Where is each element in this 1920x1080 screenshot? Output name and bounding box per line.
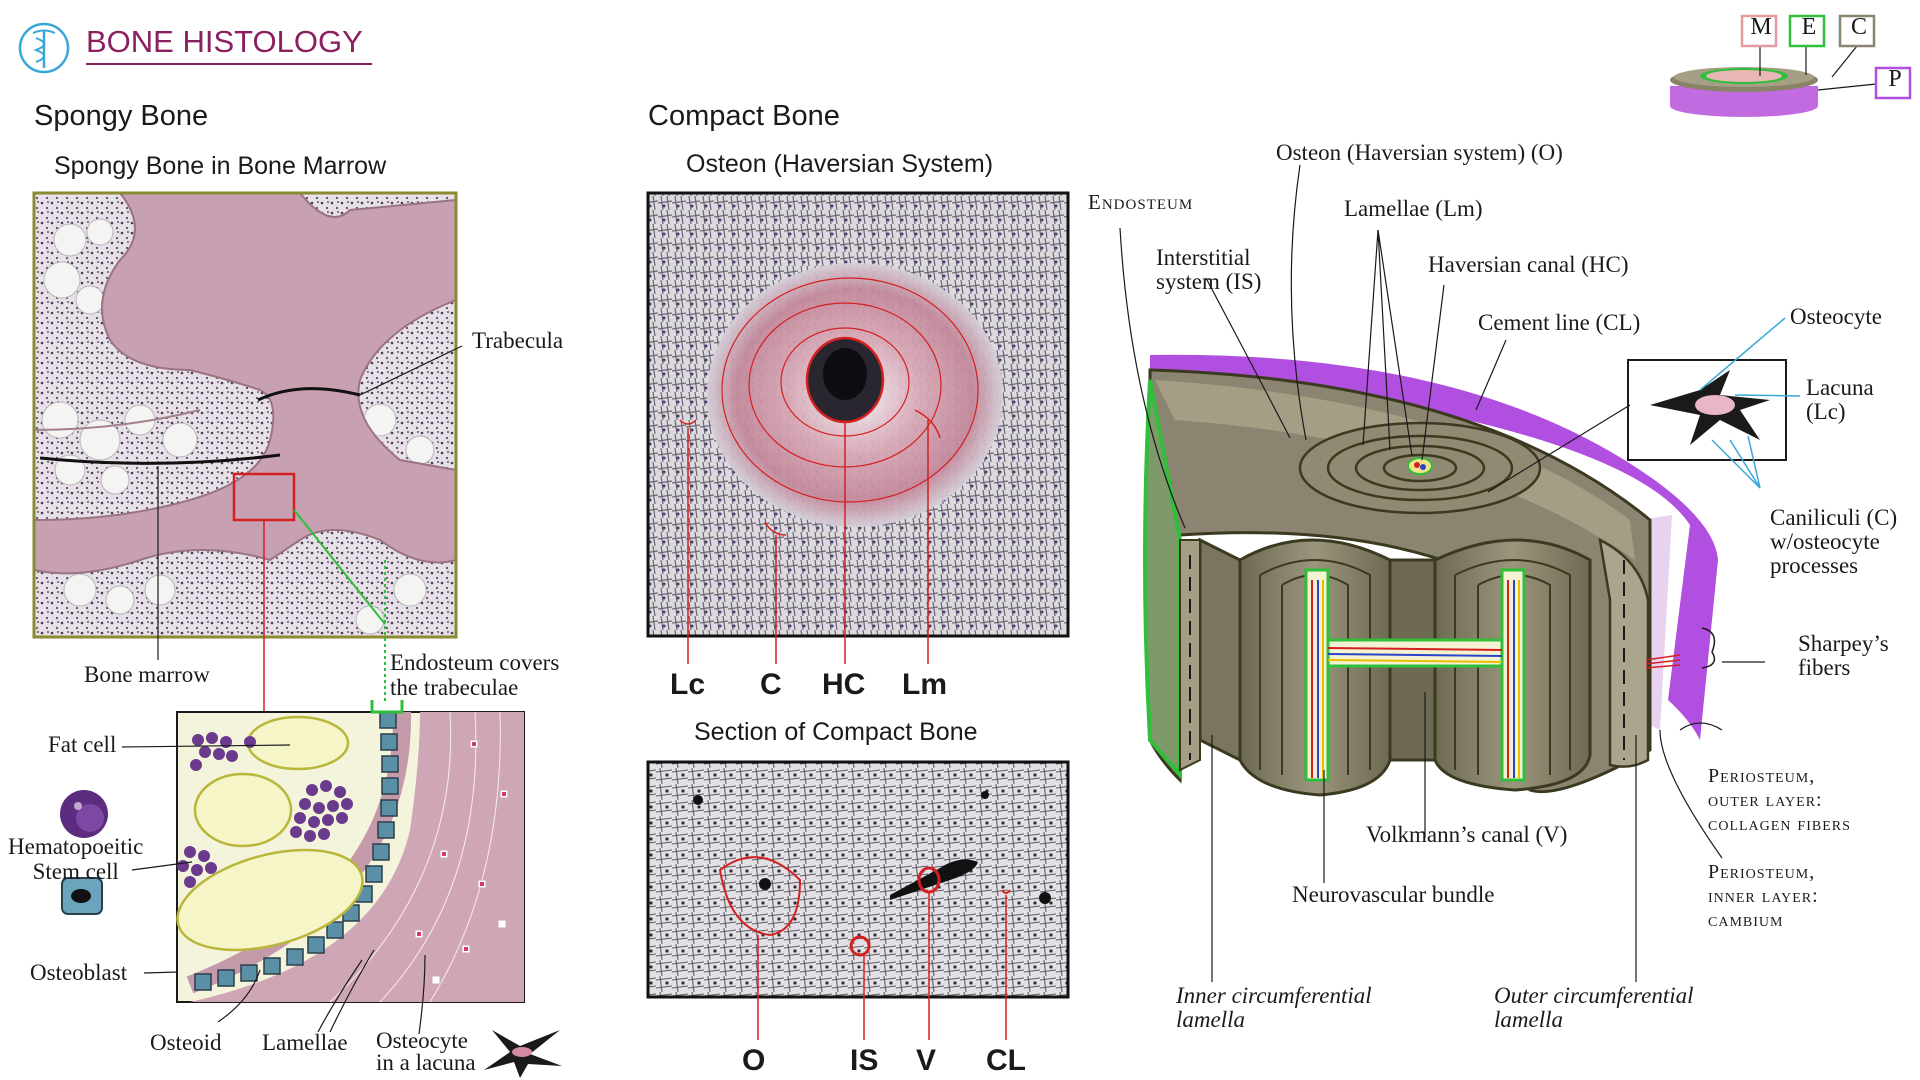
spongy-bone-schematic [60,700,562,1078]
code-cement-line: CL [986,1044,1026,1077]
legend-m-label: M [1750,14,1772,40]
cement-line-label: Cement line (CL) [1478,310,1641,335]
hsc-label: Hematopoeitic Stem cell [8,834,144,884]
bone-marrow-label: Bone marrow [84,662,210,687]
osteocyte-diagram-label: Osteocyte [1790,304,1882,329]
spongy-heading: Spongy Bone [34,100,209,132]
endosteum-covers-label: Endosteum covers the trabeculae [390,650,560,700]
osteon-label: Osteon (Haversian system) (O) [1276,140,1563,165]
lamellae-lm-label: Lamellae (Lm) [1344,196,1483,221]
code-lacuna: Lc [670,668,706,701]
inner-circumferential-label: Inner circumferential lamella [1176,983,1372,1032]
lacuna-label: Lacuna (Lc) [1806,375,1874,424]
page-title: BONE HISTOLOGY [86,24,363,59]
neurovascular-bundle-label: Neurovascular bundle [1292,882,1495,907]
trabecula-label: Trabecula [472,328,564,353]
periosteum-inner-label: Periosteum, inner layer: cambium [1708,861,1819,931]
osteoid-label: Osteoid [150,1030,222,1055]
endosteum-label: Endosteum [1088,190,1194,214]
osteon-subtitle: Osteon (Haversian System) [686,150,994,178]
legend-p-label: P [1888,66,1902,92]
compact-section-micrograph [646,760,1070,1040]
outer-circumferential-label: Outer circumferential lamella [1494,983,1694,1032]
periosteum-outer-label: Periosteum, outer layer: collagen fibers [1708,765,1851,835]
osteoblast-icon [61,877,103,915]
sharpey-fibers-label: Sharpey’s fibers [1798,631,1889,680]
interstitial-label: Interstitial system (IS) [1156,245,1262,294]
canaliculi-label: Caniliculi (C) w/osteocyte processes [1770,505,1898,578]
layer-legend-disc [1670,14,1912,117]
fat-cell-label: Fat cell [48,732,117,757]
code-osteon: O [742,1044,766,1077]
code-canaliculi: C [760,668,782,701]
legend-e-label: E [1801,14,1817,40]
section-subtitle: Section of Compact Bone [694,718,978,746]
compact-bone-3d-model [1119,164,1801,982]
spongy-bone-micrograph [32,191,463,712]
code-interstitial: IS [850,1044,879,1077]
header-logo-icon [18,22,70,74]
haversian-canal-label: Haversian canal (HC) [1428,252,1629,277]
volkmann-canal-label: Volkmann’s canal (V) [1366,822,1568,847]
code-lamellae: Lm [902,668,947,701]
osteoblast-label: Osteoblast [30,960,128,985]
code-volkmann: V [916,1044,937,1077]
osteocyte-icon [484,1030,562,1078]
code-haversian-canal: HC [822,668,866,701]
lamellae-label: Lamellae [262,1030,348,1055]
compact-heading: Compact Bone [648,100,840,132]
osteocyte-lacuna-label: Osteocyte in a lacuna [376,1028,476,1075]
osteon-micrograph [646,191,1070,664]
legend-c-label: C [1850,14,1867,40]
hsc-icon [60,790,108,838]
spongy-subtitle: Spongy Bone in Bone Marrow [54,152,387,180]
